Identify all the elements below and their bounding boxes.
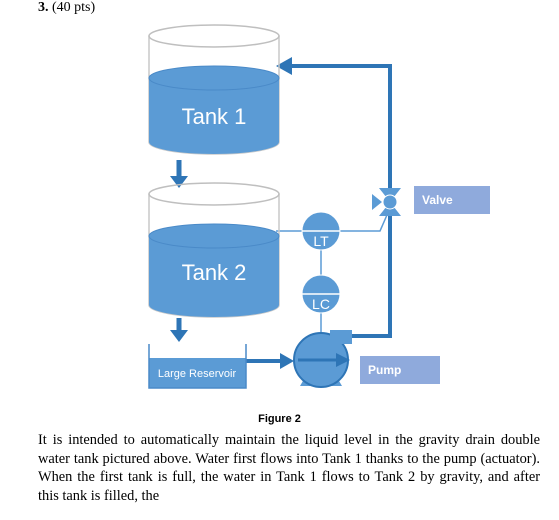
valve-label: Valve [422,193,453,207]
tank-1: Tank 1 [148,24,280,155]
reservoir-to-pump-arrow [280,353,294,369]
pump [293,330,352,388]
tank1-inlet-arrow [276,57,292,75]
tank-2: Tank 2 [148,182,280,318]
large-reservoir: Large Reservoir [148,344,247,389]
level-transmitter: LT [301,211,341,251]
tank-2-label: Tank 2 [182,260,247,285]
figure-caption: Figure 2 [258,413,301,425]
tank-1-water [149,78,279,154]
tank1-drain-arrow [170,176,188,188]
valve-signal-line [340,207,391,232]
problem-number: 3. [38,0,49,15]
process-diagram: Tank 1 Tank 2 Large Reservoir LT LC Valv… [148,24,490,389]
tank2-drain-arrow [170,330,188,342]
level-controller: LC [301,274,341,314]
reservoir-water [149,358,246,388]
tank-1-label: Tank 1 [182,104,247,129]
problem-description: It is intended to automatically maintain… [38,432,540,504]
lt-label: LT [313,233,329,249]
tank-2-water [149,236,279,317]
problem-header: 3. (40 pts) [38,0,95,16]
problem-points: (40 pts) [52,0,96,15]
lc-label: LC [312,296,330,312]
pump-label-box [360,356,440,384]
reservoir-label: Large Reservoir [158,368,237,380]
control-valve [372,188,401,216]
pump-label: Pump [368,363,401,377]
valve-label-box [414,186,490,214]
